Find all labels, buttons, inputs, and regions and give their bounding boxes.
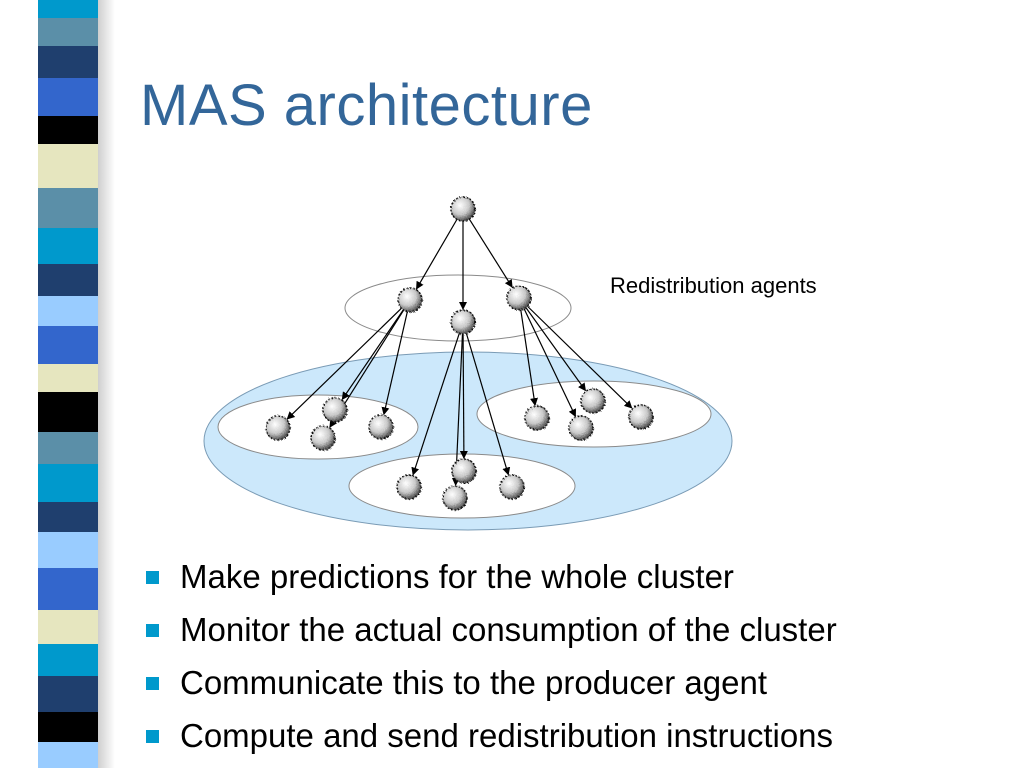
consumer-group-right — [476, 380, 712, 448]
stripe-block — [38, 326, 98, 364]
stripe-block — [38, 610, 98, 644]
bullet-item: Make predictions for the whole cluster — [140, 555, 837, 608]
connection-arrow — [468, 218, 513, 288]
stripe-block — [38, 464, 98, 502]
stripe-block — [38, 742, 98, 768]
redistribution-agents-label: Redistribution agents — [610, 273, 817, 298]
stripe-block — [38, 0, 98, 18]
bullet-item: Communicate this to the producer agent — [140, 661, 837, 714]
stripe-block — [38, 296, 98, 326]
agent-node — [396, 474, 422, 500]
square-bullet-icon — [146, 677, 159, 690]
consumer-group-left — [217, 394, 419, 460]
connection-arrow — [411, 333, 460, 476]
bullet-text: Communicate this to the producer agent — [180, 664, 767, 701]
agent-node — [265, 415, 291, 441]
stripe-block — [38, 532, 98, 568]
stripe-block — [38, 18, 98, 46]
agent-node — [568, 415, 594, 441]
slide-title: MAS architecture — [140, 73, 593, 138]
connection-arrow — [451, 333, 464, 487]
agent-node — [628, 404, 654, 430]
connection-arrow — [525, 307, 586, 392]
square-bullet-icon — [146, 730, 159, 743]
agent-node — [310, 425, 336, 451]
agent-node — [506, 285, 532, 311]
bullet-text: Make predictions for the whole cluster — [180, 558, 734, 595]
agent-node — [450, 196, 476, 222]
connection-arrow — [459, 333, 468, 460]
stripe-block — [38, 264, 98, 296]
connection-arrow — [523, 308, 577, 418]
decorative-color-stripe — [38, 0, 115, 768]
agent-node — [580, 388, 606, 414]
agent-node — [397, 287, 423, 313]
square-bullet-icon — [146, 624, 159, 637]
agent-nodes — [265, 196, 654, 511]
agent-node — [322, 397, 348, 423]
stripe-block — [38, 676, 98, 712]
agent-node — [450, 309, 476, 335]
stripe-block — [38, 712, 98, 742]
stripe-block — [38, 144, 98, 188]
bullet-item: Monitor the actual consumption of the cl… — [140, 608, 837, 661]
stripe-block — [38, 46, 98, 78]
stripe-block — [38, 188, 98, 228]
connection-arrow — [465, 333, 511, 476]
connection-arrow — [381, 311, 408, 416]
connection-arrow — [527, 305, 633, 409]
stripe-block — [38, 78, 98, 116]
agent-node — [368, 414, 394, 440]
agent-node — [524, 405, 550, 431]
stripe-block — [38, 228, 98, 264]
bullet-item: Compute and send redistribution instruct… — [140, 714, 837, 767]
stripe-block — [38, 392, 98, 432]
connection-arrow — [341, 309, 404, 401]
stripe-block — [38, 432, 98, 464]
agent-node — [442, 485, 468, 511]
connection-arrow — [520, 309, 538, 407]
connection-arrow — [416, 219, 458, 290]
bullet-text: Compute and send redistribution instruct… — [180, 717, 834, 754]
stripe-block — [38, 116, 98, 144]
bullet-list: Make predictions for the whole cluster M… — [140, 555, 837, 767]
stripe-block — [38, 364, 98, 392]
bullet-text: Monitor the actual consumption of the cl… — [180, 611, 837, 648]
stripe-block — [38, 568, 98, 610]
stripe-block — [38, 644, 98, 676]
connection-arrow — [286, 307, 402, 420]
square-bullet-icon — [146, 571, 159, 584]
connection-arrows — [286, 218, 633, 487]
agent-node — [451, 458, 477, 484]
stripe-block — [38, 502, 98, 532]
agent-node — [499, 474, 525, 500]
